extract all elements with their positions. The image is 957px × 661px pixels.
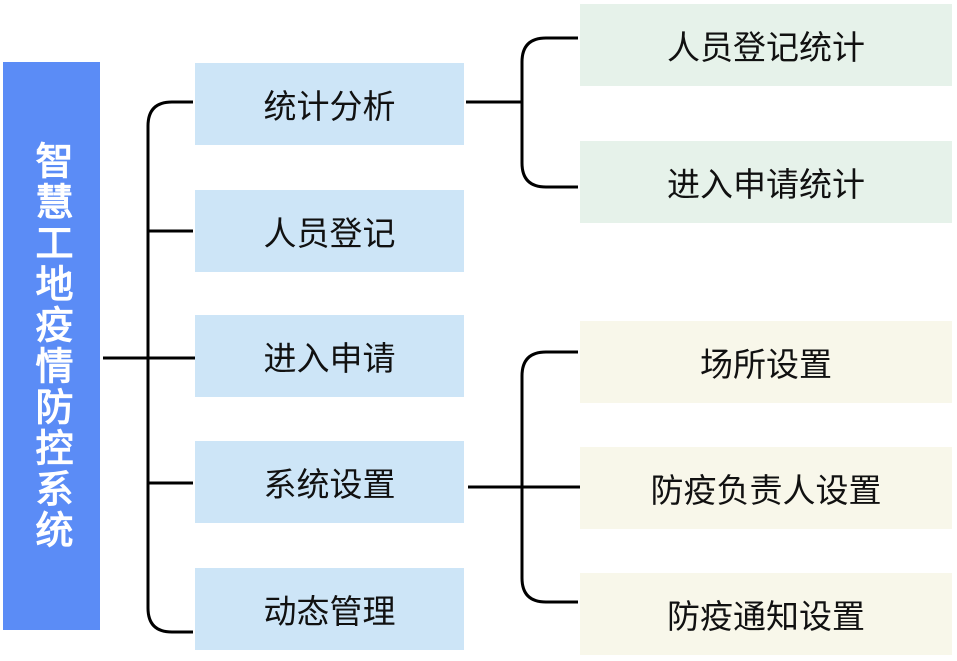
- root-node: 智慧工地疫情防控系统: [3, 62, 100, 630]
- node-entry-stats: 进入申请统计: [580, 141, 952, 223]
- module-statistics: 统计分析: [195, 63, 464, 145]
- module-system-settings: 系统设置: [195, 441, 464, 523]
- node-site-settings: 场所设置: [580, 321, 952, 403]
- node-officer-settings: 防疫负责人设置: [580, 447, 952, 529]
- module-registration: 人员登记: [195, 190, 464, 272]
- node-notice-settings: 防疫通知设置: [580, 573, 952, 655]
- module-dynamic-management: 动态管理: [195, 568, 464, 650]
- node-registration-stats: 人员登记统计: [580, 4, 952, 86]
- module-entry-application: 进入申请: [195, 315, 464, 397]
